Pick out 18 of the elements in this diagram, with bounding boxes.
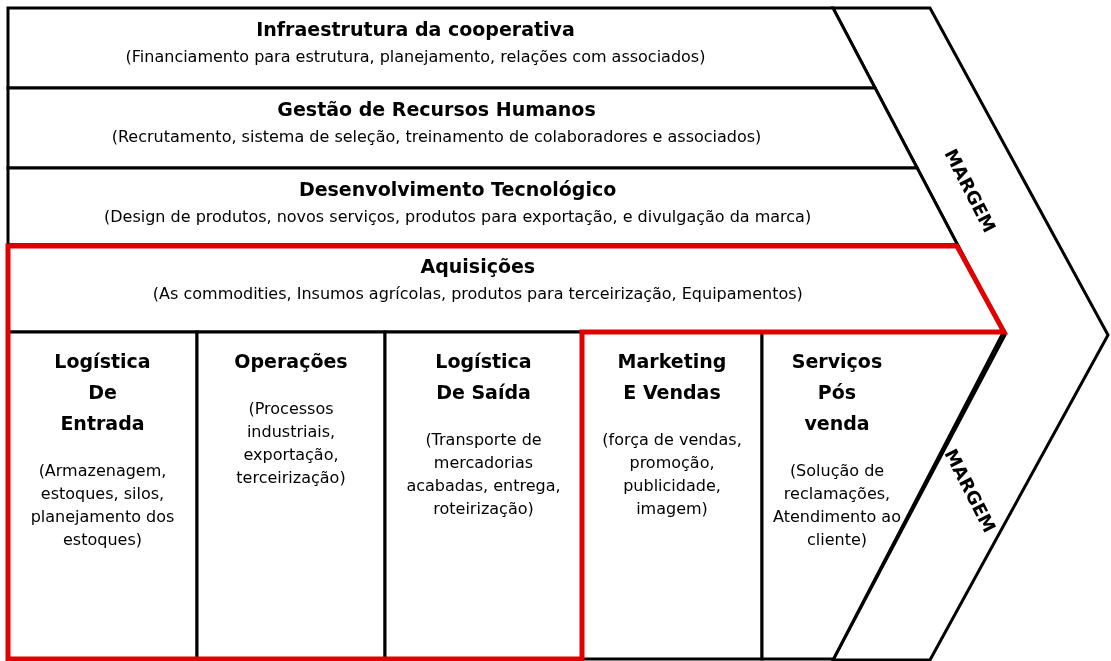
activity-title: Operações	[234, 349, 348, 374]
activity-description: (Armazenagem, estoques, silos, planejamento dos estoques)	[29, 460, 176, 551]
activity-description: (força de vendas, promoção, publicidade, imagem)	[601, 429, 743, 520]
activity-title: Logística De Entrada	[54, 349, 151, 436]
activity-title: Desenvolvimento Tecnológico	[297, 177, 618, 202]
activity-title: Serviços Pós venda	[791, 349, 883, 436]
activity-title: Logística De Saída	[435, 349, 532, 405]
activity-title: Marketing E Vendas	[617, 349, 727, 405]
activity-title: Aquisições	[419, 254, 537, 279]
activity-title: Gestão de Recursos Humanos	[276, 97, 597, 122]
activity-description: (Financiamento para estrutura, planejamento, relações com associados)	[124, 46, 707, 68]
activity-description: (As commodities, Insumos agrícolas, produtos para terceirização, Equipamentos)	[151, 283, 804, 305]
activity-description: (Transporte de mercadorias acabadas, entrega, roteirização)	[405, 429, 562, 520]
activity-title: Infraestrutura da cooperativa	[255, 17, 576, 42]
activity-description: (Recrutamento, sistema de seleção, treinamento de colaboradores e associados)	[110, 126, 763, 148]
activity-description: (Design de produtos, novos serviços, produtos para exportação, e divulgação da marca)	[103, 206, 813, 228]
activity-description: (Solução de reclamações, Atendimento ao cliente)	[772, 460, 902, 551]
activity-description: (Processos industriais, exportação, terceirização)	[235, 398, 347, 489]
